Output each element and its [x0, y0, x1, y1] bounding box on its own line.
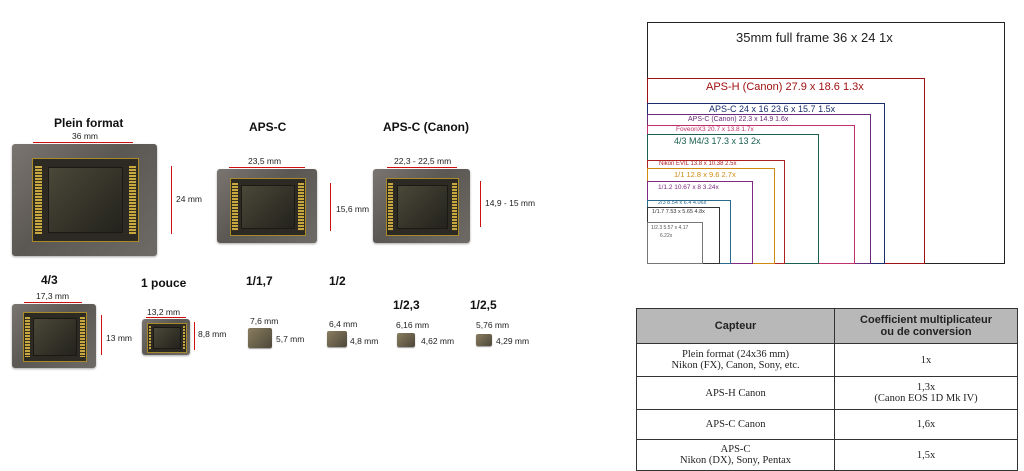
sensor-width-label: 6,4 mm	[329, 319, 358, 329]
sensor-full-frame	[12, 144, 157, 256]
table-cell-sensor: APS-H Canon	[635, 376, 836, 410]
frame-label-1-1-7: 1/1.7 7.53 x 5.65 4.8x	[652, 209, 705, 215]
sensor-height-label: 14,9 - 15 mm	[485, 198, 536, 208]
table-row: APS-C Canon 1,6x	[635, 409, 1018, 440]
height-dimension-line	[101, 315, 102, 355]
sensor-width-label: 5,76 mm	[476, 320, 510, 330]
frame-label-full-frame: 35mm full frame 36 x 24 1x	[736, 30, 893, 45]
sensor-height-label: 24 mm	[176, 194, 202, 204]
width-dimension-line	[33, 142, 133, 143]
sensor-title-one-inch: 1 pouce	[141, 276, 187, 290]
table-cell-coefficient: 1x	[834, 343, 1018, 377]
sensor-one-inch	[142, 319, 190, 355]
width-dimension-line	[24, 302, 82, 303]
frame-label-nikon-evil: Nikon EVIL 13.8 x 10.38 2.5x	[659, 161, 737, 167]
sensor-height-label: 13 mm	[106, 333, 132, 343]
sensor-1-2	[327, 331, 347, 347]
width-dimension-line	[229, 167, 305, 168]
sensor-height-label: 4,8 mm	[350, 336, 379, 346]
sensor-width-label: 17,3 mm	[36, 291, 70, 301]
frame-label-2-3: 2/3 8.54 x 6.4 4.06x	[658, 200, 707, 206]
height-dimension-line	[480, 181, 481, 227]
sensor-title-full-frame: Plein format	[54, 116, 124, 130]
sensor-height-label: 15,6 mm	[336, 204, 370, 214]
frame-1-2-3	[647, 222, 703, 264]
sensor-four-thirds	[12, 304, 96, 368]
table-cell-coefficient: 1,6x	[834, 409, 1018, 440]
sensor-width-label: 7,6 mm	[250, 316, 279, 326]
sensor-1-1-7	[248, 328, 272, 348]
frame-label-1-2-3: 1/2.3 5.57 x 4.17	[651, 225, 689, 231]
width-dimension-line	[387, 167, 457, 168]
sensor-title-aps-c: APS-C	[249, 120, 287, 134]
frame-label-aps-c: APS-C 24 x 16 23.6 x 15.7 1.5x	[709, 104, 836, 114]
sensor-height-label: 4,29 mm	[496, 336, 530, 346]
frame-label-1-1: 1/1 12.8 x 9.6 2.7x	[674, 170, 736, 179]
frame-label-aps-h: APS-H (Canon) 27.9 x 18.6 1.3x	[706, 81, 864, 93]
sensor-width-label: 36 mm	[72, 131, 98, 141]
sensor-1-2-3	[397, 333, 415, 347]
height-dimension-line	[330, 183, 331, 231]
width-dimension-line	[146, 317, 186, 318]
height-dimension-line	[194, 322, 195, 350]
sensor-title-1-2-5: 1/2,5	[470, 298, 497, 312]
frame-label-four-thirds: 4/3 M4/3 17.3 x 13 2x	[674, 136, 761, 146]
sensor-width-label: 6,16 mm	[396, 320, 430, 330]
sensor-aps-c-canon	[373, 169, 470, 243]
sensor-title-1-1-7: 1/1,7	[246, 274, 273, 288]
sensor-title-aps-c-canon: APS-C (Canon)	[383, 120, 469, 134]
sensor-height-label: 4,62 mm	[421, 336, 455, 346]
sensor-width-label: 23,5 mm	[248, 156, 282, 166]
sensor-aps-c	[217, 169, 317, 243]
frame-label-1-2-3-factor: 6.22x	[660, 233, 673, 239]
sensor-height-label: 8,8 mm	[198, 329, 227, 339]
sensor-1-2-5	[476, 334, 492, 346]
sensor-width-label: 22,3 - 22,5 mm	[394, 156, 452, 166]
table-cell-coefficient: 1,5x	[834, 439, 1018, 471]
table-header-sensor: Capteur	[635, 308, 836, 344]
sensor-title-four-thirds: 4/3	[41, 273, 58, 287]
table-cell-sensor: APS-C Canon	[635, 409, 836, 440]
frame-label-1-1-2: 1/1.2 10.67 x 8 3.24x	[658, 184, 719, 191]
table-row: Plein format (24x36 mm)Nikon (FX), Canon…	[635, 343, 1018, 377]
sensor-height-label: 5,7 mm	[276, 334, 305, 344]
sensor-title-1-2-3: 1/2,3	[393, 298, 420, 312]
sensor-width-label: 13,2 mm	[147, 307, 181, 317]
table-cell-sensor: Plein format (24x36 mm)Nikon (FX), Canon…	[635, 343, 836, 377]
table-row: APS-H Canon 1,3x(Canon EOS 1D Mk IV)	[635, 376, 1018, 410]
frame-label-aps-c-canon: APS-C (Canon) 22.3 x 14.9 1.6x	[688, 116, 789, 123]
height-dimension-line	[171, 166, 172, 234]
table-cell-coefficient: 1,3x(Canon EOS 1D Mk IV)	[834, 376, 1018, 410]
sensor-title-1-2: 1/2	[329, 274, 346, 288]
frame-label-foveon: FoveonX3 20.7 x 13.8 1.7x	[676, 126, 754, 133]
